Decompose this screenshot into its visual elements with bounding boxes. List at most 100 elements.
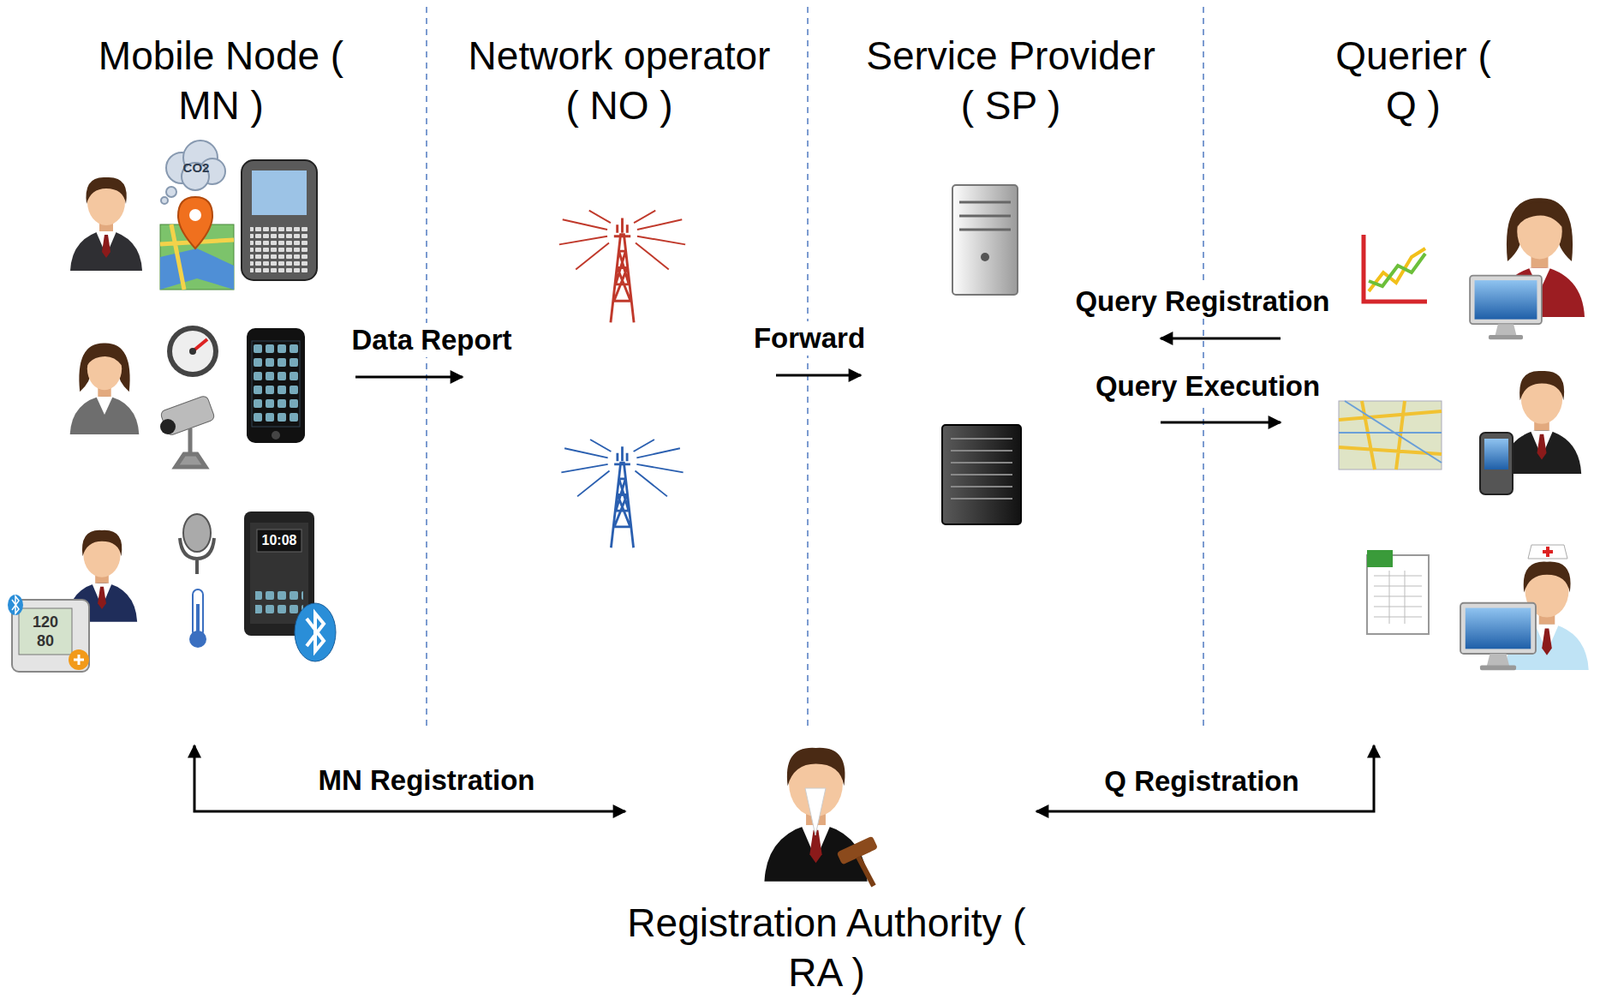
column-heading: Querier ( Q ) <box>1327 30 1499 131</box>
street-map <box>1338 400 1442 470</box>
htc-phone <box>250 522 309 624</box>
arrow-connector <box>1160 337 1281 341</box>
blood-pressure-monitor <box>7 594 24 615</box>
thermometer-icon <box>189 589 207 648</box>
column-heading: Service Provider ( SP ) <box>863 30 1159 131</box>
judge <box>836 835 878 866</box>
column-region: Mobile Node ( MN ) <box>4 25 356 746</box>
camera-icon <box>160 394 216 467</box>
gauge-icon <box>172 330 214 372</box>
column-divider <box>1202 6 1205 730</box>
arrow-connector <box>355 376 463 379</box>
mobile-users <box>66 177 143 622</box>
camera-icon <box>160 394 216 436</box>
column-divider <box>426 6 1204 730</box>
column-heading: Registration Authority ( RA ) <box>620 897 1033 998</box>
microphone-icon <box>183 513 211 552</box>
querier-woman <box>1469 275 1542 341</box>
arrow-connector <box>776 374 861 377</box>
blackberry-phone <box>251 170 307 215</box>
column-region: Network operator ( NO ) <box>462 25 777 746</box>
gauge-icon <box>167 325 219 377</box>
map-icon <box>189 208 202 221</box>
iphone <box>246 328 305 443</box>
blood-pressure-monitor <box>7 594 90 672</box>
querier-man <box>1502 370 1582 474</box>
gauge-icon <box>167 325 219 377</box>
blood-pressure-monitor <box>73 654 84 665</box>
nurse <box>1460 544 1589 670</box>
chart-icon <box>1368 248 1426 292</box>
spreadsheet-icon <box>1367 549 1429 634</box>
spreadsheet-icon <box>1373 570 1422 624</box>
htc-phone <box>294 602 336 662</box>
icon-text: CO2 <box>183 161 210 174</box>
column-region: Querier ( Q ) <box>1280 25 1594 746</box>
icon-text: 80 <box>36 632 54 649</box>
querier-man <box>1480 432 1513 495</box>
icon-text: 120 <box>32 614 59 630</box>
co2-cloud <box>161 140 226 204</box>
nurse <box>1460 602 1536 670</box>
column-heading: Mobile Node ( MN ) <box>92 30 350 131</box>
mobile-users <box>70 343 140 436</box>
microphone-icon <box>179 513 215 574</box>
column-region: Registration Authority ( RA ) <box>625 726 1037 999</box>
arrow-connector <box>1036 745 1374 812</box>
map-icon <box>160 248 234 290</box>
edge-label: Q Registration <box>1100 764 1302 799</box>
column-heading: Network operator ( NO ) <box>465 30 774 131</box>
chart-icon <box>1368 253 1426 287</box>
blackberry-phone <box>241 160 317 281</box>
spreadsheet-icon <box>1367 549 1393 568</box>
edge-label: Forward <box>750 321 869 356</box>
map-icon <box>178 197 213 249</box>
querier-man <box>1480 370 1582 495</box>
htc-phone <box>255 591 304 617</box>
cell-tower <box>559 210 686 323</box>
edge-label: Query Registration <box>1071 284 1333 319</box>
camera-icon <box>160 418 176 435</box>
microphone-icon <box>179 537 215 574</box>
blackberry-phone <box>250 224 309 273</box>
htc-phone <box>256 529 302 552</box>
querier-woman <box>1469 197 1585 340</box>
street-map <box>1338 400 1442 463</box>
judge <box>764 747 867 882</box>
column-divider <box>806 6 809 730</box>
server <box>942 185 1021 525</box>
iphone <box>246 328 305 443</box>
cell-tower <box>561 439 683 548</box>
thermometer-icon <box>189 630 207 648</box>
blood-pressure-monitor <box>68 649 90 670</box>
chart-icon <box>1363 234 1427 302</box>
camera-icon <box>175 428 206 467</box>
server <box>980 252 990 262</box>
street-map <box>1338 400 1442 470</box>
edge-label: Data Report <box>347 322 515 358</box>
nurse <box>1528 544 1568 559</box>
blood-pressure-monitor <box>18 608 72 655</box>
cell-tower <box>559 210 686 549</box>
iphone <box>271 430 281 440</box>
blackberry-phone <box>241 160 317 281</box>
icon-text: 10:08 <box>262 533 298 548</box>
co2-cloud <box>166 186 177 198</box>
server <box>952 185 1018 295</box>
judge <box>764 747 878 886</box>
judge <box>805 788 826 836</box>
co2-cloud <box>161 197 168 204</box>
htc-phone <box>306 613 324 651</box>
nurse <box>1542 546 1553 557</box>
htc-phone <box>244 511 336 662</box>
server <box>942 424 1021 525</box>
edge-label: MN Registration <box>314 763 538 798</box>
server <box>959 202 1011 230</box>
arrow-connector <box>194 745 626 812</box>
blood-pressure-monitor <box>11 596 19 614</box>
querier-man <box>1484 438 1509 470</box>
blood-pressure-monitor <box>11 599 90 672</box>
iphone <box>251 340 300 427</box>
